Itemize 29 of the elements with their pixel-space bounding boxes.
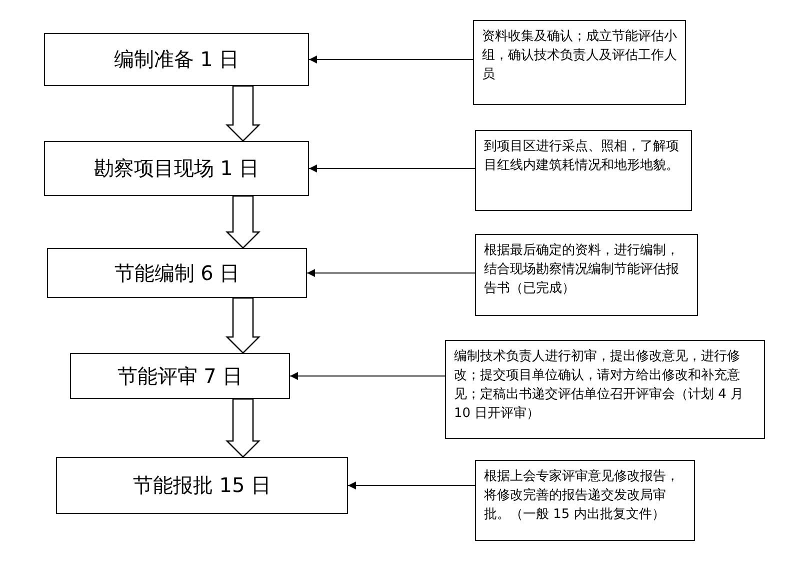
note-box bbox=[475, 130, 692, 211]
process-box bbox=[44, 141, 309, 196]
step-label: 节能报批 15 日 bbox=[132, 473, 272, 498]
process-box bbox=[70, 353, 290, 399]
block-arrow bbox=[225, 195, 261, 249]
note-box bbox=[473, 20, 686, 105]
process-box bbox=[56, 457, 348, 514]
note-text: 编制技术负责人进行初审，提出修改意见，进行修改；提交项目单位确认，请对方给出修改和补充意见；定稿出书递交评估单位召开评审会（计划 4 月 10 日开评审） bbox=[454, 348, 745, 423]
block-arrow bbox=[225, 85, 261, 142]
note-box bbox=[475, 234, 698, 316]
note-text: 资料收集及确认；成立节能评估小组，确认技术负责人及评估工作人员 bbox=[482, 28, 677, 84]
arrow bbox=[290, 372, 446, 380]
arrow bbox=[308, 164, 476, 172]
note-box bbox=[445, 340, 765, 439]
step-label: 节能编制 6 日 bbox=[114, 260, 240, 286]
step-label: 节能评审 7 日 bbox=[117, 364, 243, 388]
step-label: 编制准备 1 日 bbox=[114, 47, 240, 72]
note-text: 根据最后确定的资料，进行编制，结合现场勘察情况编制节能评估报告书（已完成） bbox=[484, 242, 680, 298]
process-box bbox=[47, 248, 307, 298]
note-box bbox=[475, 460, 695, 541]
block-arrow bbox=[225, 398, 261, 458]
step-label: 勘察项目现场 1 日 bbox=[94, 156, 260, 181]
arrow bbox=[306, 269, 476, 277]
arrow bbox=[308, 56, 474, 64]
block-arrow bbox=[225, 297, 261, 354]
arrow bbox=[348, 482, 476, 490]
note-text: 根据上会专家评审意见修改报告，将修改完善的报告递交发改局审批。（一般 15 内出批复文件） bbox=[484, 468, 680, 524]
note-text: 到项目区进行采点、照相，了解项目红线内建筑耗情况和地形地貌。 bbox=[484, 138, 680, 175]
process-box bbox=[44, 33, 309, 86]
